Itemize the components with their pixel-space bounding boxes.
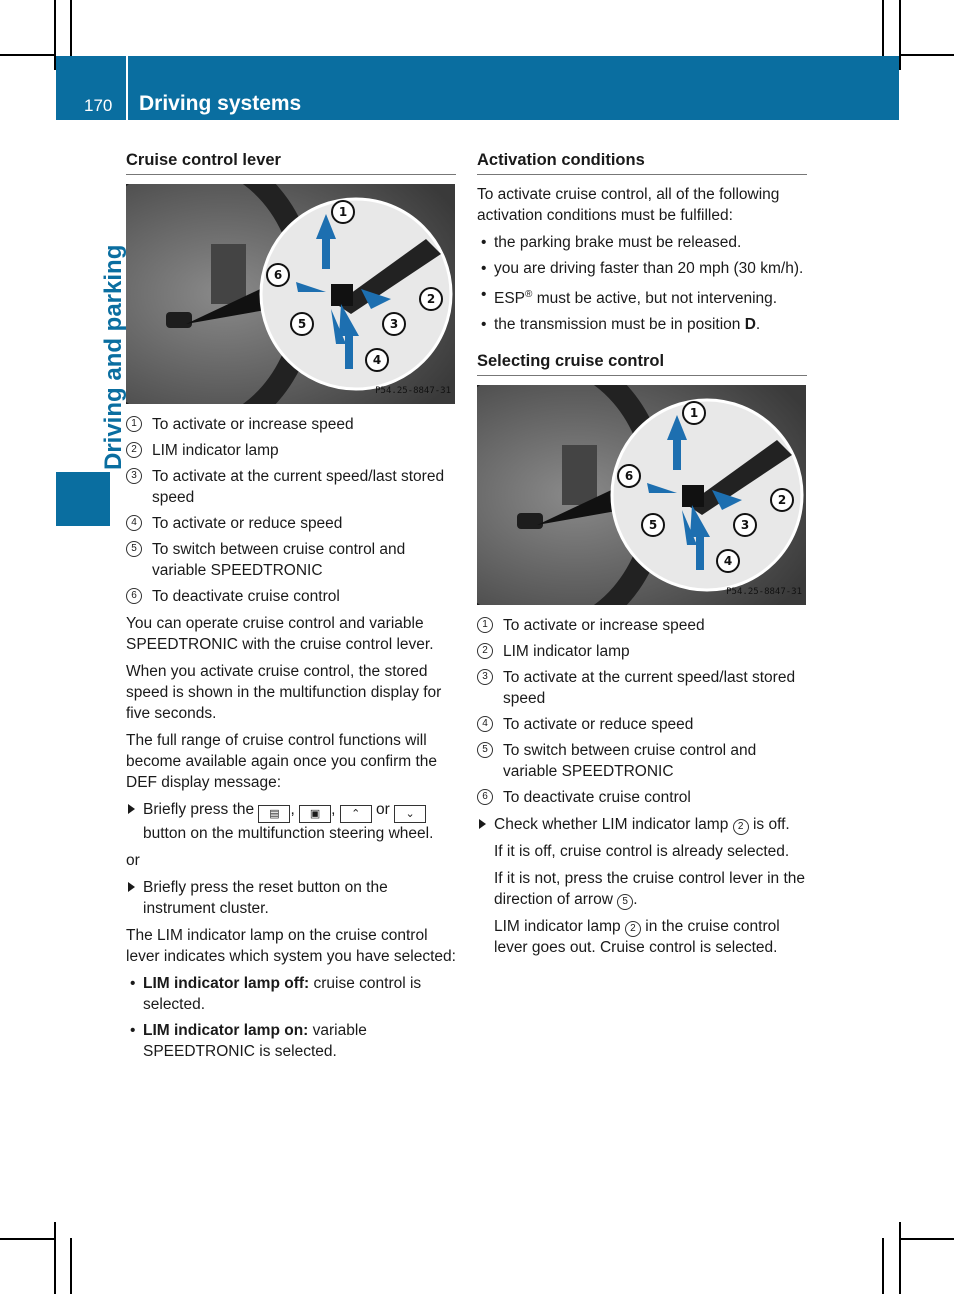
crop-mark [899,0,901,70]
bullet-item: you are driving faster than 20 mph (30 k… [477,258,807,279]
crop-mark [70,1238,72,1294]
callout-6: 6 [274,268,282,282]
step-arrow-icon [128,882,135,892]
conditions-list: the parking brake must be released. you … [477,232,807,335]
side-tab-label: Driving and parking [100,244,127,470]
paragraph: To activate cruise control, all of the f… [477,186,780,224]
instruction-step: Briefly press the reset button on the in… [126,877,456,919]
callout-2: 2 [427,292,435,306]
down-key-icon: ⌄ [394,805,427,823]
header-divider [126,56,128,120]
paragraph: When you activate cruise control, the st… [126,663,442,722]
crop-mark [54,1222,56,1294]
section-heading: Activation conditions [477,150,807,175]
step-arrow-icon [479,819,486,830]
instruction-list: Check whether LIM indicator lamp 2 is of… [477,814,807,836]
bullet-item: LIM indicator lamp off: cruise control i… [126,973,456,1015]
callout-4: 4 [724,554,732,568]
figure-code: P54.25-8847-31 [726,587,802,598]
callout-1: 1 [339,205,347,219]
instruction-list: Briefly press the ▤, ▣, ⌃ or ⌄ button on… [126,799,456,844]
right-column: Activation conditions To activate cruise… [477,150,807,964]
instruction-step: Check whether LIM indicator lamp 2 is of… [477,814,807,836]
step-details: If it is off, cruise control is already … [477,841,807,958]
paragraph: LIM indicator lamp 2 in the cruise contr… [494,918,780,957]
page-number: 170 [84,96,113,115]
paragraph: The LIM indicator lamp on the cruise con… [126,927,456,965]
figure-code: P54.25-8847-31 [375,386,451,396]
crop-mark [882,1238,884,1294]
crop-mark [54,0,56,70]
section-heading: Selecting cruise control [477,351,807,377]
crop-mark [0,54,56,56]
steering-wheel-image: 1 2 3 4 5 6 [126,184,455,404]
paragraph: If it is off, cruise control is already … [494,843,790,861]
paragraph: You can operate cruise control and varia… [126,615,434,653]
display-forward-key-icon: ▣ [299,805,332,823]
page-header: 170 Driving systems [56,56,899,120]
left-column: Cruise control lever [126,150,456,1068]
callout-3: 3 [390,317,398,331]
or-text: or [126,852,140,869]
display-back-key-icon: ▤ [258,805,291,823]
callout-5: 5 [649,518,657,532]
steering-wheel-image: 1 2 3 4 5 6 [477,385,806,606]
bullet-item: LIM indicator lamp on: variable SPEEDTRO… [126,1020,456,1062]
callout-3: 3 [741,518,749,532]
callout-4: 4 [373,353,381,367]
instruction-list: Briefly press the reset button on the in… [126,877,456,919]
step-arrow-icon [128,804,135,814]
side-tab-marker [56,472,110,526]
crop-mark [70,0,72,56]
chapter-title: Driving systems [139,92,302,115]
crop-mark [899,1222,901,1294]
bullet-item: ESP® must be active, but not intervening… [477,284,807,309]
paragraph: If it is not, press the cruise control l… [494,870,805,911]
callout-5: 5 [298,317,306,331]
bullet-item: the parking brake must be released. [477,232,807,253]
crop-mark [882,0,884,56]
crop-mark [899,1238,954,1240]
bullet-list: LIM indicator lamp off: cruise control i… [126,973,456,1062]
callout-6: 6 [625,469,633,483]
callout-1: 1 [690,406,698,420]
paragraph: The full range of cruise control functio… [126,732,438,791]
callout-2: 2 [778,493,786,507]
crop-mark [0,1238,56,1240]
cruise-lever-illustration: 1 2 3 4 5 6 P54.25-8847-31 [126,184,455,404]
cruise-lever-illustration: 1 2 3 4 5 6 P54.25-8847-31 [477,385,806,606]
bullet-item: the transmission must be in position D. [477,314,807,335]
instruction-step: Briefly press the ▤, ▣, ⌃ or ⌄ button on… [126,799,456,844]
section-heading: Cruise control lever [126,150,456,175]
crop-mark [899,54,954,56]
up-key-icon: ⌃ [339,805,372,823]
